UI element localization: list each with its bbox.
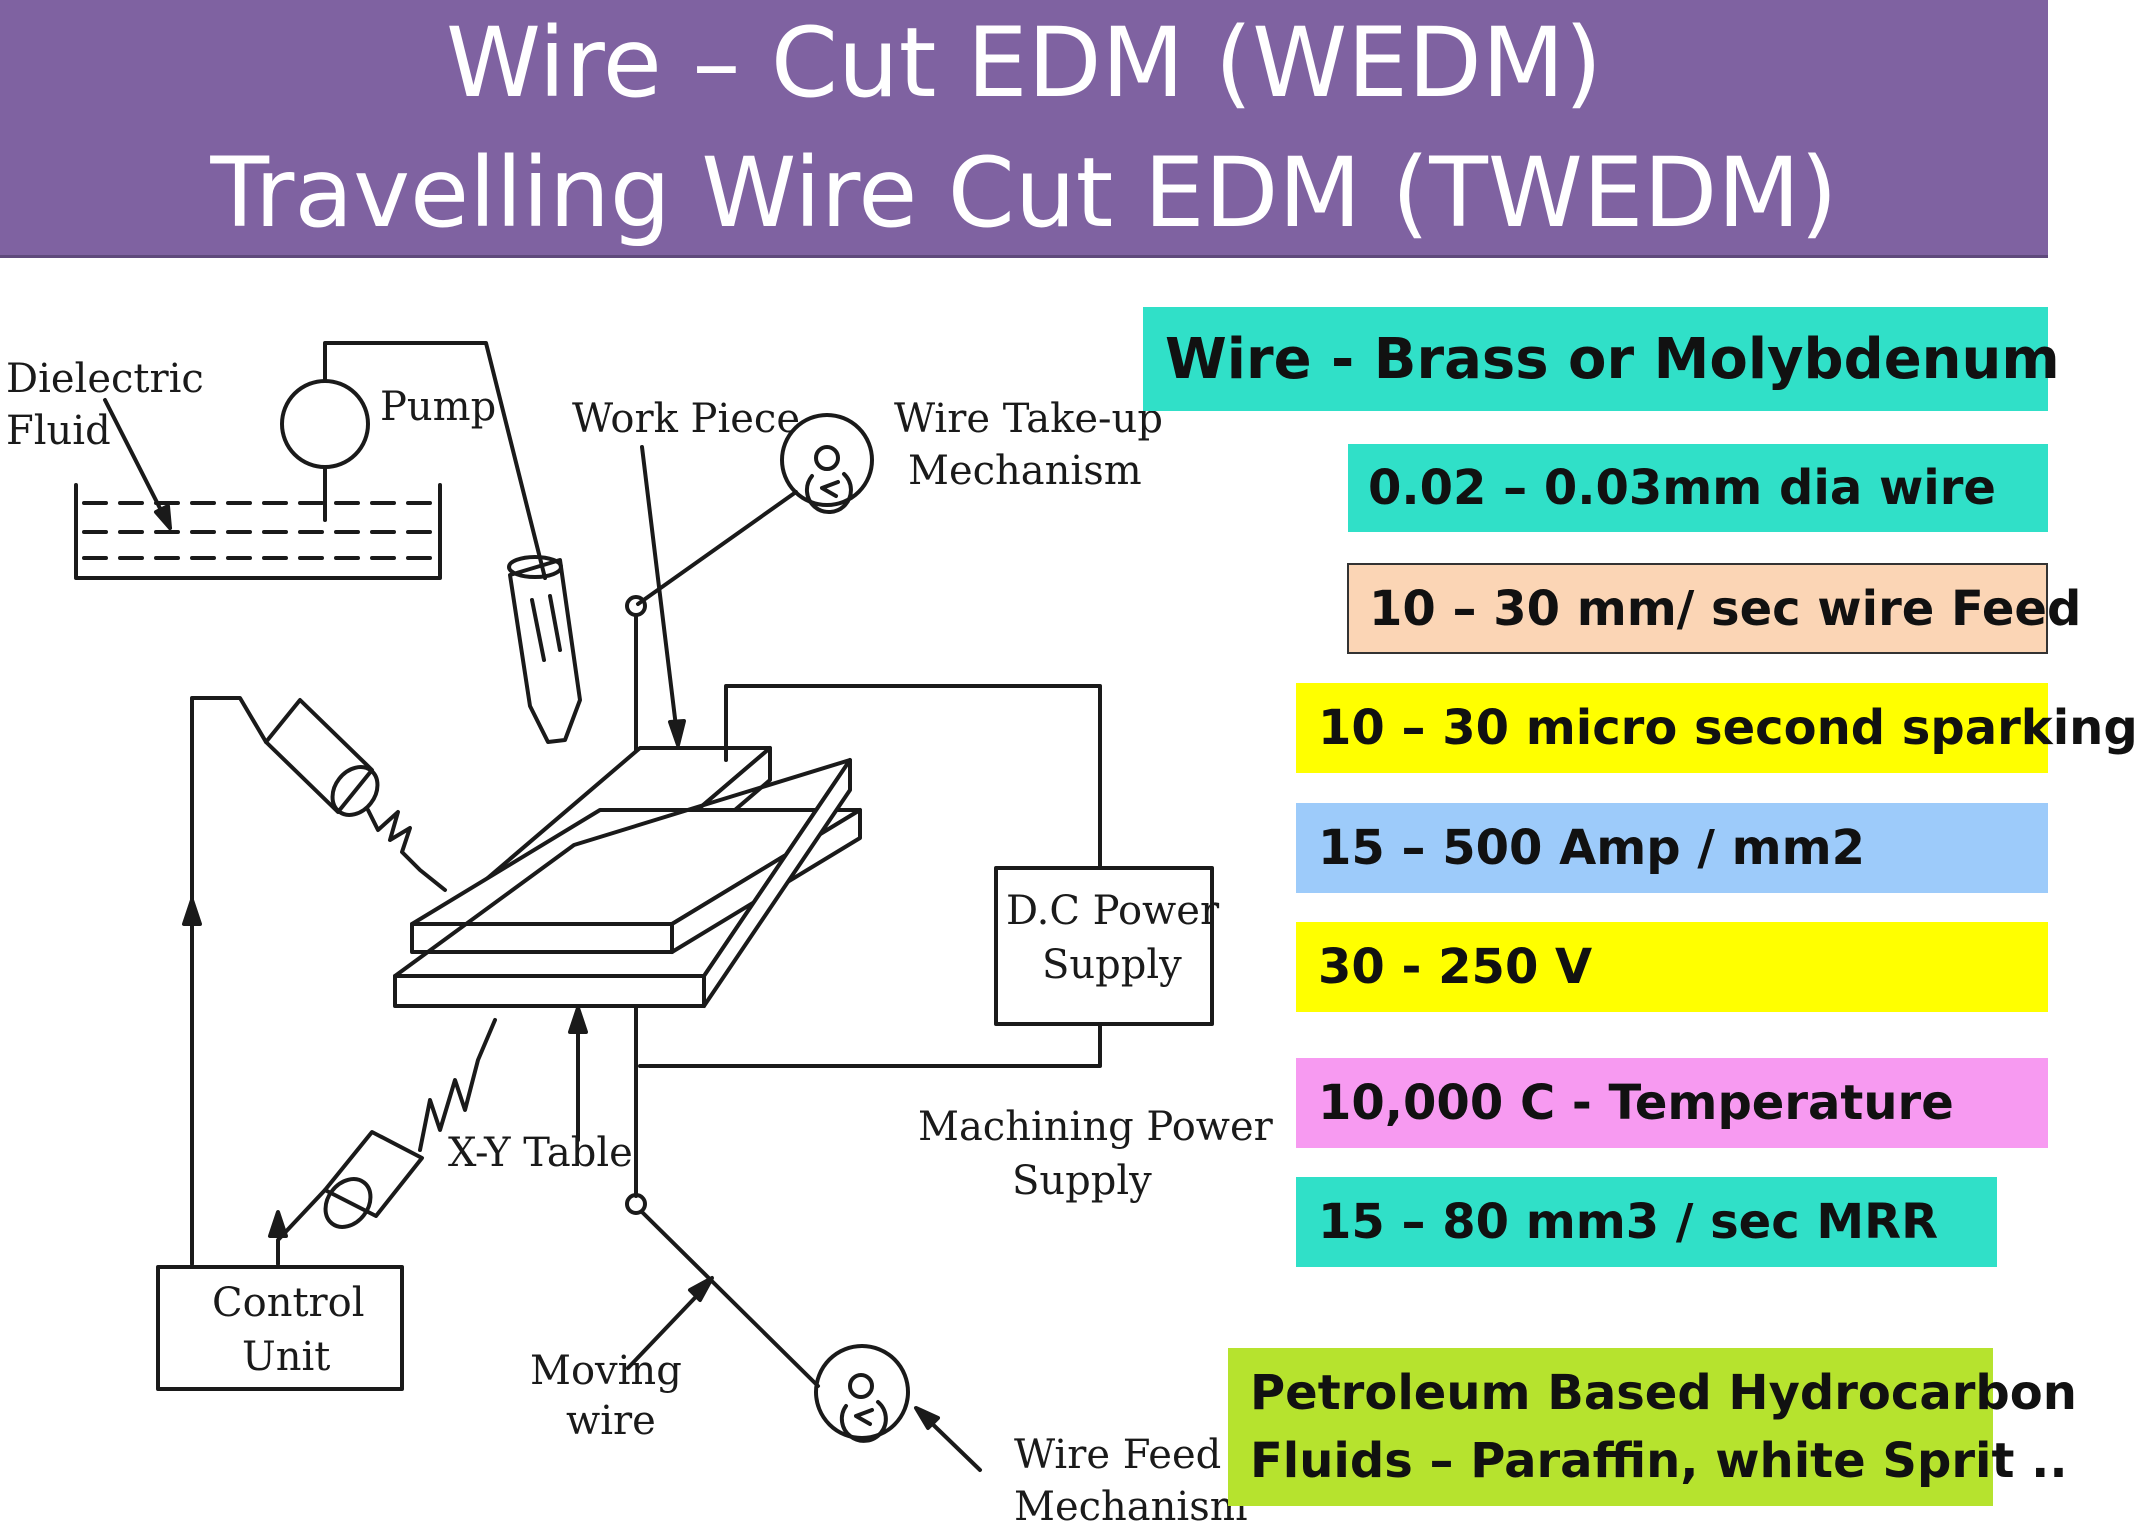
pump-icon bbox=[280, 341, 547, 580]
label-pump: Pump bbox=[380, 384, 496, 430]
fact-wire-feed: 10 – 30 mm/ sec wire Feed bbox=[1347, 563, 2081, 654]
fact-wire-feed-text: 10 – 30 mm/ sec wire Feed bbox=[1369, 580, 2082, 637]
actuator-lower bbox=[323, 1018, 497, 1229]
fact-sparking: 10 – 30 micro second sparking bbox=[1296, 683, 2138, 773]
label-feed-1: Wire Feed bbox=[1014, 1432, 1221, 1478]
fact-current-density: 15 – 500 Amp / mm2 bbox=[1296, 803, 2048, 893]
dc-power-supply-box bbox=[994, 866, 1214, 1026]
label-moving-2: wire bbox=[566, 1398, 656, 1444]
title-banner: Wire – Cut EDM (WEDM) Travelling Wire Cu… bbox=[0, 0, 2048, 258]
control-unit-box bbox=[156, 1265, 404, 1391]
fact-wire-material: Wire - Brass or Molybdenum bbox=[1143, 307, 2060, 411]
wire-takeup-reel bbox=[780, 413, 874, 515]
label-feed-2: Mechanism bbox=[1014, 1484, 1248, 1530]
dielectric-tank bbox=[74, 483, 442, 580]
fact-fluid-line-1: Petroleum Based Hydrocarbon bbox=[1250, 1365, 2077, 1421]
fact-voltage-text: 30 - 250 V bbox=[1318, 939, 1593, 995]
label-dielectric-2: Fluid bbox=[6, 408, 111, 454]
fact-fluid-line-2: Fluids – Paraffin, white Sprit .. bbox=[1250, 1433, 2068, 1489]
xy-table bbox=[393, 758, 862, 1008]
fact-sparking-text: 10 – 30 micro second sparking bbox=[1318, 700, 2138, 756]
label-dc-1: D.C Power bbox=[1006, 888, 1220, 934]
fact-current-density-text: 15 – 500 Amp / mm2 bbox=[1318, 820, 1866, 876]
fact-wire-material-text: Wire - Brass or Molybdenum bbox=[1165, 326, 2060, 392]
fact-dielectric-fluids: Petroleum Based Hydrocarbon Fluids – Par… bbox=[1228, 1348, 2077, 1506]
fact-temperature-text: 10,000 C - Temperature bbox=[1318, 1075, 1954, 1131]
label-dc-2: Supply bbox=[1042, 942, 1182, 988]
label-mps-2: Supply bbox=[1012, 1158, 1152, 1204]
wedm-schematic: Dielectric Fluid Pump Work Piece Wire Ta… bbox=[6, 341, 1274, 1530]
label-dielectric-1: Dielectric bbox=[6, 356, 204, 402]
label-mps-1: Machining Power bbox=[918, 1104, 1274, 1150]
fact-voltage: 30 - 250 V bbox=[1296, 922, 2048, 1012]
title-line-1: Wire – Cut EDM (WEDM) bbox=[445, 7, 1603, 119]
wire-feed-reel bbox=[814, 1344, 910, 1443]
fact-mrr: 15 – 80 mm3 / sec MRR bbox=[1296, 1177, 1997, 1267]
label-control-1: Control bbox=[212, 1280, 365, 1326]
nozzle bbox=[507, 555, 582, 744]
label-takeup-1: Wire Take-up bbox=[894, 396, 1163, 442]
fact-wire-diameter-text: 0.02 – 0.03mm dia wire bbox=[1368, 460, 1996, 516]
fact-wire-diameter: 0.02 – 0.03mm dia wire bbox=[1348, 444, 2048, 532]
title-line-2: Travelling Wire Cut EDM (TWEDM) bbox=[210, 137, 1838, 249]
fact-temperature: 10,000 C - Temperature bbox=[1296, 1058, 2048, 1148]
label-work-piece: Work Piece bbox=[572, 396, 800, 442]
actuator-upper bbox=[264, 698, 447, 892]
fact-mrr-text: 15 – 80 mm3 / sec MRR bbox=[1318, 1194, 1939, 1250]
label-xy-table: X-Y Table bbox=[448, 1130, 633, 1176]
label-moving-1: Moving bbox=[530, 1348, 682, 1394]
label-takeup-2: Mechanism bbox=[908, 448, 1142, 494]
label-control-2: Unit bbox=[242, 1334, 330, 1380]
